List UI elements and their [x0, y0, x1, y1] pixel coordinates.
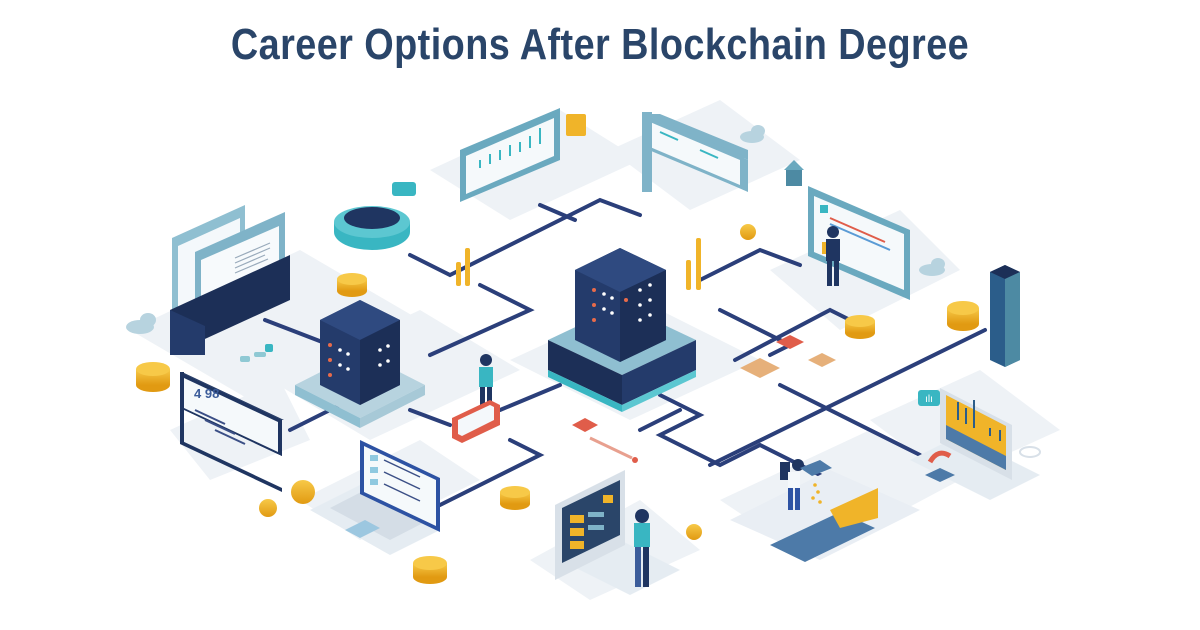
document-laptop-icon [310, 440, 440, 555]
database-disc-icon [334, 206, 410, 250]
report-tablet-icon [642, 112, 748, 192]
transaction-arrow-icon [572, 335, 836, 463]
presenter-board-icon [808, 186, 910, 300]
cloud-icon [126, 313, 156, 334]
certificate-screen-icon: 4 98 [180, 372, 284, 492]
chat-bubble-icon: ılı [392, 114, 940, 406]
left-server-stack-icon [295, 300, 425, 428]
svg-text:4 98: 4 98 [194, 386, 219, 401]
coding-laptop-icon [555, 470, 680, 595]
svg-text:ılı: ılı [925, 394, 933, 405]
blockchain-network-illustration: ılı [0, 90, 1200, 630]
document-stand-icon [170, 205, 290, 355]
chart-laptop-icon [910, 388, 1041, 500]
coin-pour-platform-icon [730, 459, 920, 562]
network-connection-lines [263, 197, 987, 507]
gold-bar-chart-icon [456, 238, 701, 290]
person-with-laptop-icon [452, 354, 500, 443]
cloud-icon [740, 125, 945, 276]
analytics-monitor-icon [460, 108, 560, 202]
small-chat-icon [240, 344, 273, 362]
page-title: Career Options After Blockchain Degree [230, 20, 970, 69]
home-icon [784, 160, 804, 186]
central-server-stack-icon [548, 248, 696, 412]
storage-pillar-icon [990, 265, 1020, 367]
coin-stack-icons [136, 224, 979, 584]
